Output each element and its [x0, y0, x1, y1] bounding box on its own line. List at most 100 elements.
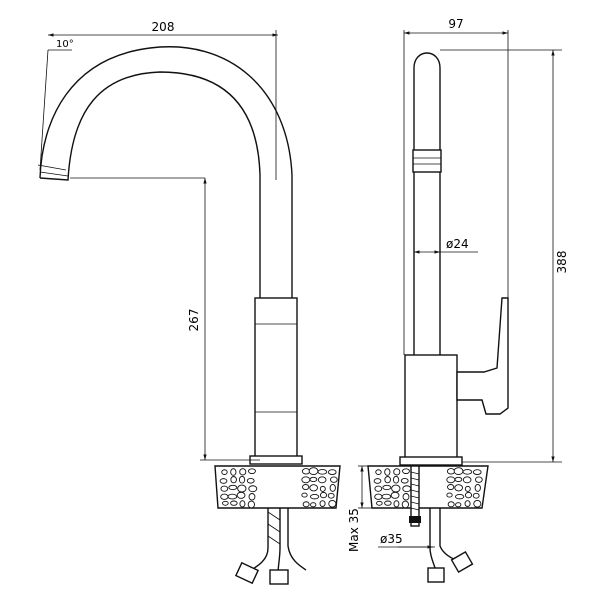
countertop-stone	[472, 492, 480, 499]
countertop-stone	[454, 493, 465, 500]
countertop-stone	[330, 476, 338, 483]
countertop-stone	[384, 500, 392, 506]
front-spout-tip	[37, 164, 69, 177]
countertop-stone	[374, 485, 383, 492]
dim-max-thickness: Max 35	[347, 508, 361, 552]
countertop-stone	[390, 491, 400, 499]
side-view: 97 388 ø24 ø35 Max 35	[347, 17, 569, 583]
countertop-stone	[246, 477, 255, 484]
countertop-stone	[402, 493, 410, 501]
countertop-stone	[472, 469, 482, 475]
countertop-stone	[374, 493, 383, 500]
countertop-stone	[454, 476, 463, 483]
countertop-stone	[301, 492, 308, 498]
countertop-stone	[230, 468, 237, 476]
countertop-stone	[464, 485, 471, 492]
side-body	[404, 354, 458, 460]
countertop-stone	[310, 502, 317, 508]
countertop-stone	[381, 493, 392, 500]
countertop-stone	[375, 469, 382, 475]
countertop-stone	[402, 485, 412, 493]
countertop-stone	[454, 484, 463, 492]
countertop-stone	[393, 500, 400, 508]
countertop-stone	[446, 476, 456, 484]
countertop-stone	[384, 468, 391, 476]
countertop-stone	[402, 468, 410, 474]
front-spout	[39, 46, 293, 298]
countertop-stone	[248, 485, 258, 493]
countertop-stone	[230, 500, 238, 506]
countertop-stone	[462, 476, 472, 484]
countertop-stone	[319, 485, 326, 492]
countertop-stone	[248, 468, 256, 474]
countertop-stone	[319, 500, 326, 507]
countertop-stone	[446, 492, 453, 498]
countertop-stone	[247, 500, 255, 509]
side-hoses	[409, 465, 474, 583]
countertop-stone	[309, 493, 320, 500]
countertop-stone	[401, 500, 409, 509]
countertop-stone	[455, 502, 462, 508]
countertop-stone	[230, 476, 237, 484]
countertop-stone	[301, 476, 311, 484]
front-body	[254, 297, 298, 459]
front-hoses	[234, 508, 307, 585]
countertop-stone	[222, 500, 229, 506]
countertop-stone	[219, 478, 228, 484]
countertop-stone	[220, 485, 229, 492]
countertop-stone	[376, 500, 383, 506]
countertop-stone	[462, 469, 473, 475]
front-view: 208 10° 267	[37, 20, 341, 585]
countertop-stone	[474, 483, 481, 492]
countertop-stone	[239, 500, 246, 508]
countertop-stone	[400, 477, 409, 484]
countertop-stone	[464, 500, 471, 507]
countertop-stone	[302, 484, 310, 491]
dim-side-depth: 97	[448, 17, 463, 31]
countertop-stone	[220, 493, 229, 500]
countertop-stone	[228, 484, 238, 491]
countertop-stone	[453, 467, 464, 476]
countertop-stone	[301, 468, 311, 475]
dim-spout-angle: 10°	[56, 39, 74, 50]
countertop-stone	[393, 468, 401, 476]
countertop-stone	[221, 469, 228, 475]
countertop-stone	[391, 484, 401, 493]
countertop-stone	[248, 493, 256, 501]
countertop-stone	[327, 469, 337, 475]
countertop-stone	[392, 475, 400, 484]
countertop-stone	[329, 483, 336, 492]
countertop-stone	[447, 484, 455, 491]
dim-spout-reach: 208	[152, 20, 175, 34]
front-countertop	[214, 465, 341, 509]
countertop-stone	[317, 476, 327, 484]
countertop-stone	[319, 491, 327, 499]
countertop-stone	[309, 484, 318, 492]
countertop-stone	[238, 475, 246, 484]
countertop-stone	[239, 468, 247, 476]
dim-total-height: 388	[555, 251, 569, 274]
countertop-stone	[446, 468, 456, 475]
side-lever	[456, 297, 509, 415]
countertop-stone	[473, 499, 482, 508]
countertop-stone	[373, 478, 382, 484]
countertop-stone	[382, 484, 392, 491]
side-spout	[413, 52, 441, 355]
dim-hole-diameter: ø35	[380, 532, 403, 546]
countertop-stone	[464, 491, 472, 499]
countertop-stone	[308, 467, 319, 476]
side-countertop	[367, 465, 489, 509]
dim-spout-diameter: ø24	[446, 237, 469, 251]
countertop-stone	[327, 492, 335, 499]
countertop-stone	[237, 484, 247, 493]
countertop-stone	[236, 491, 246, 499]
countertop-stone	[309, 476, 318, 483]
countertop-stone	[447, 501, 455, 508]
countertop-stone	[227, 493, 238, 500]
countertop-stone	[317, 469, 328, 475]
countertop-stone	[328, 499, 337, 508]
side-spout-ring	[412, 149, 442, 173]
countertop-stone	[384, 476, 391, 484]
countertop-stone	[302, 501, 310, 508]
